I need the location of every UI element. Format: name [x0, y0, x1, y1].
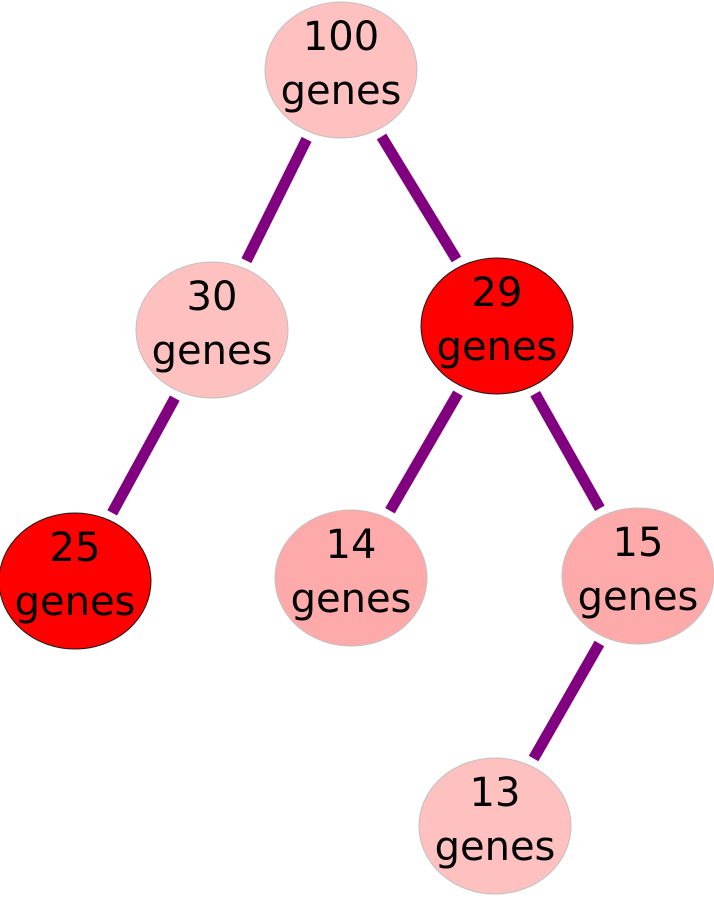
node-unit-n30: genes	[152, 328, 273, 374]
node-count-n30: 30	[187, 274, 238, 320]
edge-n100-n30	[241, 136, 312, 264]
node-count-n29: 29	[472, 270, 523, 316]
edge-layer	[107, 133, 605, 762]
edge-n29-n15	[530, 390, 605, 512]
node-count-n13: 13	[470, 770, 521, 816]
node-circle-n100	[264, 1, 418, 139]
edge-n15-n13	[528, 640, 605, 762]
node-circle-n25	[0, 512, 152, 650]
node-n13: 13 genes	[418, 757, 572, 895]
node-n100: 100 genes	[264, 1, 418, 139]
node-circle-n13	[418, 757, 572, 895]
node-count-n15: 15	[613, 520, 664, 566]
node-n15: 15 genes	[561, 507, 714, 645]
node-unit-n13: genes	[435, 824, 556, 870]
node-n14: 14 genes	[274, 509, 428, 647]
edge-n100-n29	[376, 133, 462, 263]
edge-n30-n25	[107, 395, 180, 516]
node-unit-n14: genes	[291, 576, 412, 622]
node-n30: 30 genes	[135, 261, 289, 399]
node-n29: 29 genes	[420, 257, 574, 395]
node-count-n25: 25	[50, 525, 101, 571]
node-unit-n25: genes	[15, 579, 136, 625]
edge-n29-n14	[385, 390, 463, 514]
node-circle-n30	[135, 261, 289, 399]
node-unit-n15: genes	[578, 574, 699, 620]
node-n25: 25 genes	[0, 512, 152, 650]
node-circle-n15	[561, 507, 714, 645]
node-circle-n29	[420, 257, 574, 395]
node-unit-n100: genes	[281, 68, 402, 114]
node-count-n100: 100	[303, 14, 379, 60]
node-count-n14: 14	[326, 522, 377, 568]
node-circle-n14	[274, 509, 428, 647]
node-unit-n29: genes	[437, 324, 558, 370]
